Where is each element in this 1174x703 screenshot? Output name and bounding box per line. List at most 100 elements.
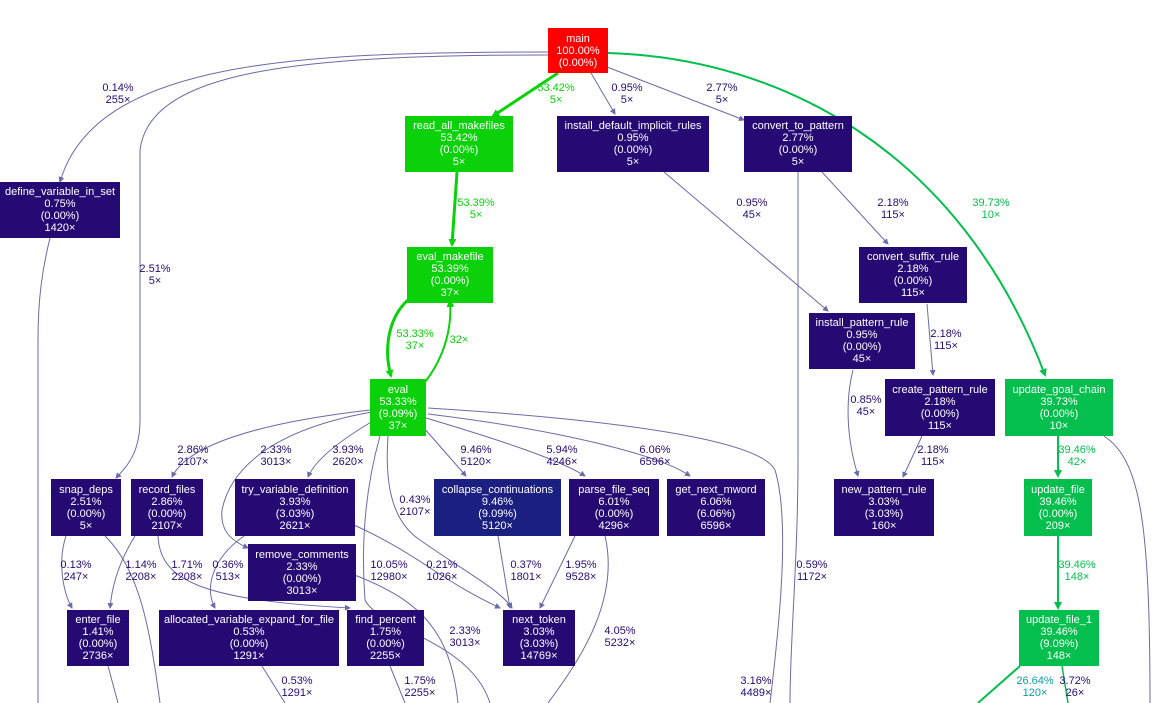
- node-pct: 6.01%: [598, 495, 630, 508]
- edge-label: 9.46%5120×: [460, 444, 492, 468]
- node-name: collapse_continuations: [441, 483, 554, 496]
- node-eval[interactable]: eval 53.33% (9.09%) 37×: [370, 379, 426, 436]
- node-self: (0.00%): [920, 407, 960, 420]
- node-new-pattern-rule[interactable]: new_pattern_rule 3.03% (3.03%) 160×: [834, 479, 934, 536]
- node-pct: 9.46%: [481, 495, 514, 508]
- edge-record-files-enter-file: [107, 535, 136, 609]
- node-try-variable-definition[interactable]: try_variable_definition 3.93% (3.03%) 26…: [235, 479, 355, 536]
- edge-label: 39.46%42×: [1058, 444, 1096, 468]
- edge-label: 39.46%148×: [1058, 559, 1096, 583]
- node-name: install_pattern_rule: [815, 317, 909, 329]
- node-define-variable-in-set[interactable]: define_variable_in_set 0.75% (0.00%) 142…: [0, 182, 120, 238]
- node-update-file-1[interactable]: update_file_1 39.46% (9.09%) 148×: [1019, 610, 1099, 666]
- node-calls: 6596×: [700, 519, 732, 532]
- edge-eval-collapse-continuations: [423, 427, 467, 477]
- edge-label: 0.95%5×: [611, 82, 643, 106]
- node-read-all-makefiles[interactable]: read_all_makefiles 53.42% (0.00%) 5×: [405, 116, 513, 172]
- node-pct: 53.42%: [440, 132, 478, 144]
- edge-enter-file-off-bottom: [107, 665, 119, 703]
- node-self: (0.00%): [842, 341, 882, 353]
- node-name: new_pattern_rule: [841, 483, 927, 496]
- node-pct: 39.46%: [1040, 626, 1078, 638]
- node-parse-file-seq[interactable]: parse_file_seq 6.01% (0.00%) 4296×: [569, 479, 659, 536]
- node-self: (9.09%): [478, 507, 517, 520]
- node-name: remove_comments: [255, 548, 349, 561]
- node-create-pattern-rule[interactable]: create_pattern_rule 2.18% (0.00%) 115×: [885, 379, 995, 436]
- node-name: install_default_implicit_rules: [564, 120, 702, 132]
- node-calls: 10×: [1049, 419, 1069, 432]
- node-pct: 2.33%: [286, 560, 318, 573]
- node-pct: 1.41%: [82, 626, 114, 638]
- edge-uf1-off-bottom-a: [977, 665, 1021, 703]
- node-calls: 2736×: [82, 650, 114, 662]
- edge-csr-create-pattern-rule: [926, 303, 936, 376]
- edge-main-define-variable-in-set: [58, 51, 549, 183]
- node-name: update_file_1: [1025, 614, 1093, 626]
- edge-label: 0.59%1172×: [796, 559, 828, 583]
- node-self: (3.03%): [864, 507, 904, 520]
- node-calls: 2107×: [151, 519, 183, 532]
- edge-eval-try-variable-definition: [307, 417, 379, 478]
- node-main-pct: 100.00%: [556, 44, 600, 57]
- node-remove-comments[interactable]: remove_comments 2.33% (0.00%) 3013×: [248, 544, 356, 601]
- edge-main-install-default-implicit-rules: [590, 72, 616, 115]
- edge-eval-makefile-eval: [385, 297, 411, 378]
- node-name: define_variable_in_set: [4, 186, 116, 198]
- node-self: (0.00%): [778, 144, 818, 156]
- edge-label: 1.71%2208×: [171, 559, 203, 583]
- node-convert-to-pattern[interactable]: convert_to_pattern 2.77% (0.00%) 5×: [744, 116, 852, 172]
- node-self: (0.00%): [1039, 407, 1079, 420]
- edge-label: 0.13%247×: [60, 559, 92, 583]
- node-update-file[interactable]: update_file 39.46% (0.00%) 209×: [1024, 479, 1092, 536]
- edge-ipr-new-pattern-rule: [847, 369, 860, 477]
- edge-eval-get-next-mword: [427, 413, 691, 477]
- edge-label: 2.18%115×: [930, 328, 962, 352]
- node-eval-makefile[interactable]: eval_makefile 53.39% (0.00%) 37×: [407, 247, 493, 303]
- node-pct: 2.18%: [924, 395, 956, 408]
- node-collapse-continuations[interactable]: collapse_continuations 9.46% (9.09%) 512…: [434, 479, 561, 536]
- node-record-files[interactable]: record_files 2.86% (0.00%) 2107×: [131, 479, 203, 536]
- edge-label: 3.72%26×: [1059, 675, 1091, 699]
- node-self: (9.09%): [378, 407, 418, 420]
- node-self: (0.00%): [613, 144, 653, 156]
- edge-label: 6.06%6596×: [639, 444, 671, 468]
- node-name: eval_makefile: [416, 251, 484, 263]
- node-calls: 1291×: [233, 650, 265, 662]
- node-update-goal-chain[interactable]: update_goal_chain 39.73% (0.00%) 10×: [1005, 379, 1113, 436]
- node-get-next-mword[interactable]: get_next_mword 6.06% (6.06%) 6596×: [667, 479, 765, 536]
- node-calls: 148×: [1046, 650, 1072, 662]
- node-find-percent[interactable]: find_percent 1.75% (0.00%) 2255×: [347, 610, 424, 666]
- node-calls: 2255×: [370, 650, 401, 662]
- node-calls: 4296×: [598, 519, 630, 532]
- edge-label: 10.05%12980×: [370, 559, 408, 583]
- node-name: eval: [387, 383, 409, 396]
- edge-eval-off-bottom: [427, 407, 784, 703]
- node-pct: 0.75%: [44, 198, 76, 210]
- node-convert-suffix-rule[interactable]: convert_suffix_rule 2.18% (0.00%) 115×: [859, 247, 967, 303]
- node-name: convert_suffix_rule: [866, 251, 960, 263]
- node-install-pattern-rule[interactable]: install_pattern_rule 0.95% (0.00%) 45×: [809, 313, 915, 369]
- node-main[interactable]: main 100.00% (0.00%): [548, 28, 608, 73]
- node-calls: 160×: [871, 519, 897, 532]
- node-name: parse_file_seq: [578, 483, 650, 496]
- node-install-default-implicit-rules[interactable]: install_default_implicit_rules 0.95% (0.…: [557, 116, 709, 172]
- node-self: (0.00%): [1038, 507, 1078, 520]
- edge-ctp-convert-suffix-rule: [821, 171, 889, 245]
- edge-label: 2.18%115×: [917, 444, 949, 468]
- node-calls: 5×: [79, 519, 93, 532]
- node-pct: 2.18%: [897, 263, 929, 275]
- edge-main-update-goal-chain: [607, 52, 1047, 377]
- node-enter-file[interactable]: enter_file 1.41% (0.00%) 2736×: [67, 610, 129, 666]
- node-self: (6.06%): [696, 507, 736, 520]
- node-next-token[interactable]: next_token 3.03% (3.03%) 14769×: [503, 610, 575, 666]
- node-allocated-variable-expand-for-file[interactable]: allocated_variable_expand_for_file 0.53%…: [159, 610, 339, 666]
- edge-main-snap-deps: [115, 54, 549, 479]
- node-name: create_pattern_rule: [892, 383, 988, 396]
- node-snap-deps[interactable]: snap_deps 2.51% (0.00%) 5×: [51, 479, 121, 536]
- node-self: (0.00%): [594, 507, 634, 520]
- node-pct: 3.93%: [279, 495, 311, 508]
- node-calls: 115×: [901, 287, 925, 299]
- edge-label: 0.14%255×: [102, 82, 134, 106]
- node-self: (0.00%): [40, 210, 80, 222]
